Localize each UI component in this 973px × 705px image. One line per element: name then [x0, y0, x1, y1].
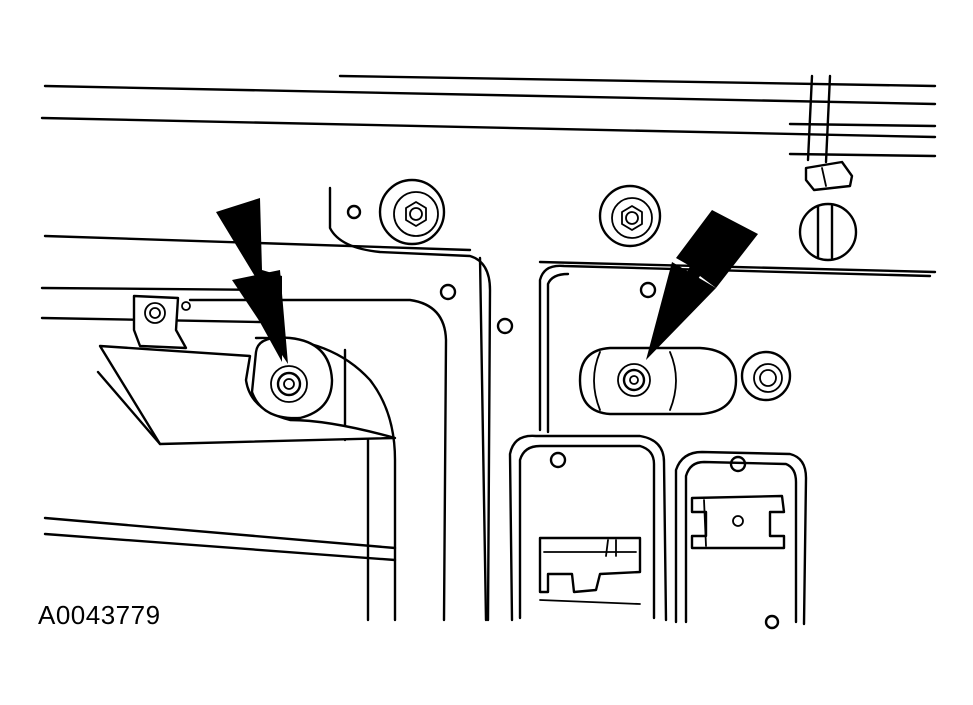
right-slot [578, 346, 738, 416]
right-grommet [740, 350, 792, 402]
screwdriver-tool [804, 74, 854, 192]
upper-trim-lines [40, 74, 937, 158]
left-arrow [216, 198, 288, 364]
right-arrow [646, 210, 758, 360]
lower-left-connector [508, 434, 668, 622]
upper-center-nut [598, 184, 662, 248]
slotted-plug [798, 202, 858, 262]
left-trim-wedge [96, 294, 397, 446]
lower-right-connector [674, 450, 808, 626]
right-bolt [617, 363, 651, 397]
upper-left-nut [378, 178, 446, 246]
right-panel-frame [538, 264, 932, 434]
left-bolt [250, 336, 334, 420]
figure-id-label: A0043779 [38, 600, 161, 630]
